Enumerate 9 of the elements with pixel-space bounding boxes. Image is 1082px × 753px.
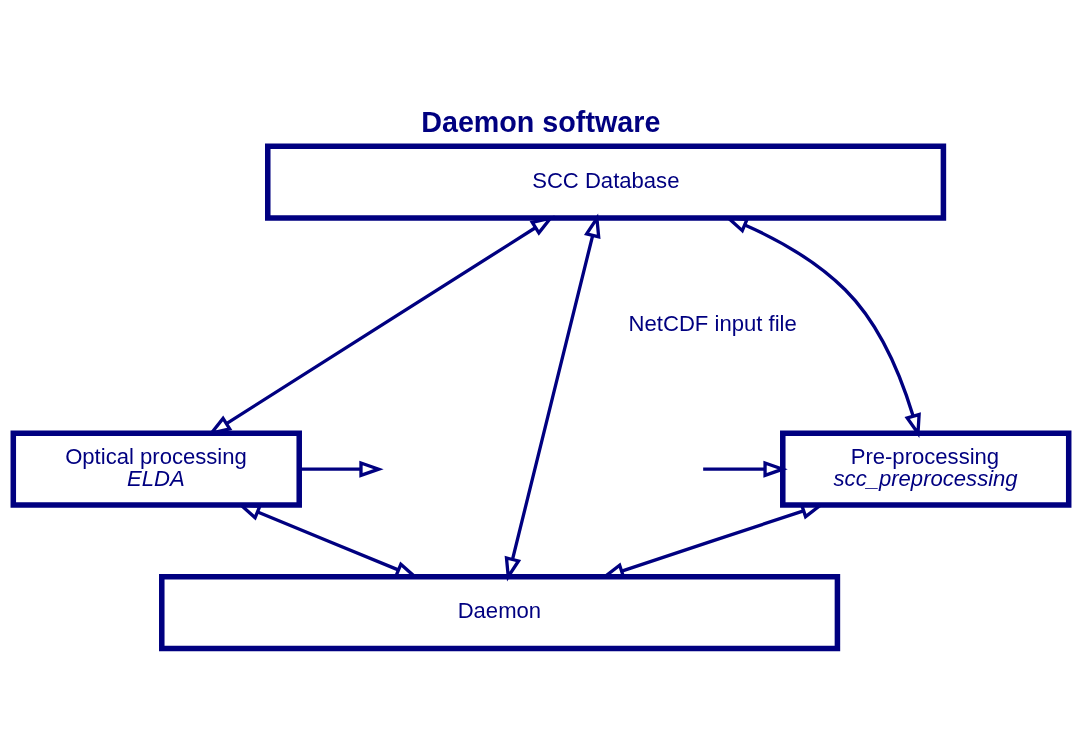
node-box: Pre-processing scc_preprocessing <box>780 430 1072 508</box>
node-box: Optical processing ELDA <box>10 430 302 508</box>
node-box: Daemon <box>159 573 841 651</box>
node-box: SCC Database <box>265 143 947 221</box>
label: NetCDF input file <box>628 310 797 336</box>
arrow <box>299 460 384 478</box>
arrow <box>703 460 788 478</box>
diagram-title: Daemon software <box>421 105 661 138</box>
arrow <box>504 212 601 582</box>
